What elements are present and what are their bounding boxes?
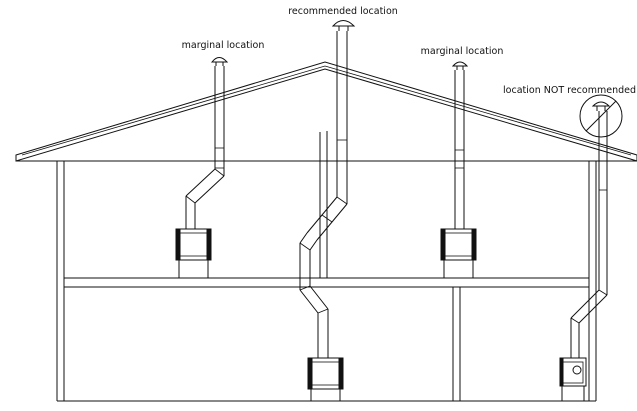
chimney-cap-icon	[591, 101, 611, 111]
stove-upper-right	[440, 228, 477, 279]
chimney-marginal-right	[451, 61, 469, 229]
exterior-walls	[56, 161, 597, 401]
chimney-cap-icon	[331, 20, 356, 31]
house-structure	[15, 61, 637, 402]
chimney-marginal-left	[185, 57, 229, 229]
chimney-cap-icon	[451, 61, 469, 70]
prohibited-circle-icon	[579, 94, 623, 138]
stove-basement-right	[559, 357, 587, 402]
interior-wall	[319, 131, 328, 278]
chimney-recommended	[299, 20, 356, 358]
label-recommended-location: recommended location	[288, 6, 398, 17]
label-marginal-location-left: marginal location	[182, 40, 265, 51]
label-location-not-recommended: location NOT recommended	[503, 85, 636, 96]
chimney-not-recommended	[570, 101, 611, 358]
stove-basement-center	[307, 357, 344, 402]
basement-partition	[452, 287, 461, 401]
second-floor	[64, 277, 589, 288]
chimney-cap-icon	[210, 57, 229, 66]
label-marginal-location-right: marginal location	[421, 46, 504, 57]
stove-upper-left	[175, 228, 212, 279]
